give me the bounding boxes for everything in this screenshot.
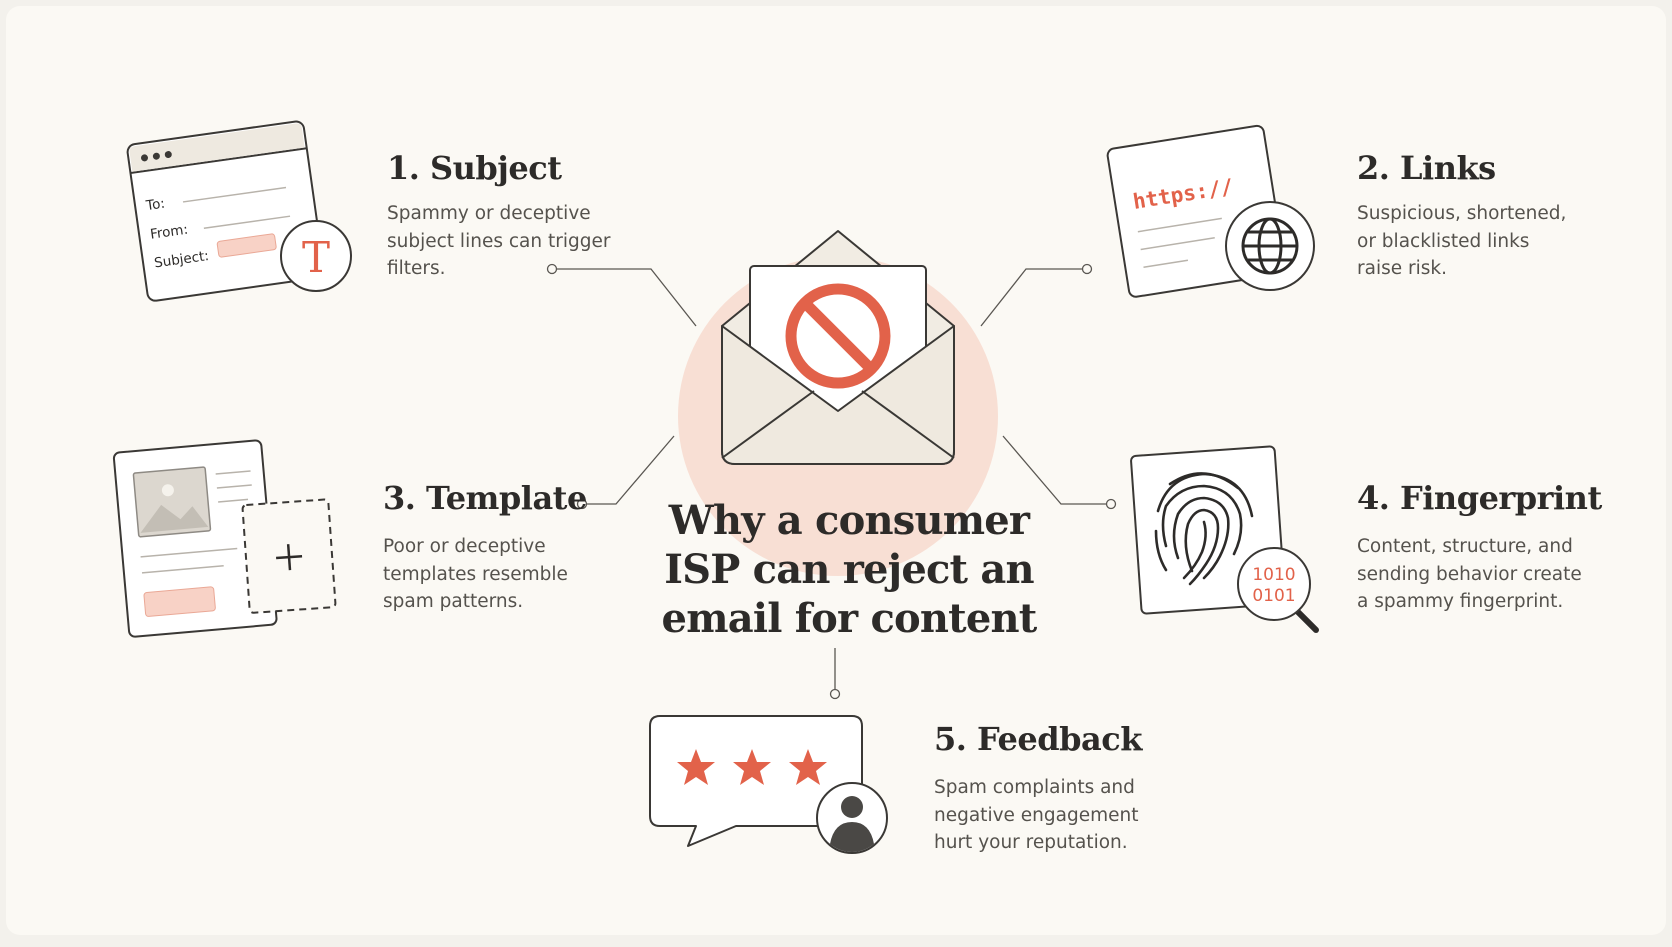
- main-title-line: Why a consumer: [668, 497, 1030, 544]
- feedback-bubble-icon: [649, 715, 888, 854]
- template-desc-line: spam patterns.: [383, 591, 524, 612]
- magnifier-icon: 1010 0101: [1237, 547, 1319, 633]
- feedback-desc-line: Spam complaints and: [934, 777, 1135, 798]
- stars-rating-icon: [677, 749, 827, 785]
- links-title: 2. Links: [1357, 149, 1496, 187]
- fingerprint-description: Content, structure, and sending behavior…: [1357, 533, 1607, 616]
- links-desc-line: or blacklisted links: [1357, 230, 1530, 252]
- feedback-desc-line: negative engagement: [934, 804, 1139, 826]
- template-layout-icon: [112, 439, 337, 638]
- subject-desc-line: subject lines can trigger: [387, 230, 611, 252]
- links-description: Suspicious, shortened, or blacklisted li…: [1357, 200, 1607, 283]
- connector-dot-links: [1081, 263, 1093, 275]
- connector-fingerprint: [1002, 435, 1111, 505]
- template-desc-line: templates resemble: [383, 563, 568, 585]
- connector-dot-template: [576, 498, 588, 510]
- main-title-line: ISP can reject an: [664, 546, 1034, 593]
- subject-desc-line: filters.: [387, 258, 446, 279]
- links-desc-line: Suspicious, shortened,: [1357, 203, 1567, 224]
- connector-dot-fingerprint: [1105, 498, 1117, 510]
- subject-title: 1. Subject: [387, 149, 562, 187]
- form-label-from: From:: [149, 222, 189, 243]
- template-title: 3. Template: [383, 479, 587, 517]
- main-title-line: email for content: [661, 595, 1038, 642]
- form-label-to: To:: [144, 196, 166, 215]
- feedback-title: 5. Feedback: [934, 720, 1142, 758]
- form-label-subject: Subject:: [153, 248, 210, 272]
- add-block-icon: [241, 498, 337, 614]
- fingerprint-title: 4. Fingerprint: [1357, 479, 1602, 517]
- infographic-canvas: To: From: Subject: T https://: [6, 6, 1666, 935]
- fingerprint-desc-line: Content, structure, and: [1357, 536, 1573, 557]
- main-title: Why a consumer ISP can reject an email f…: [654, 496, 1044, 643]
- links-desc-line: raise risk.: [1357, 258, 1447, 279]
- diagram-graphics: To: From: Subject: T https://: [112, 120, 1319, 854]
- text-badge-letter: T: [302, 233, 330, 282]
- blocked-icon: [785, 283, 891, 389]
- link-browser-icon: https://: [1106, 124, 1315, 298]
- connector-subject: [552, 268, 697, 327]
- binary-line-1: 1010: [1252, 565, 1295, 585]
- fingerprint-desc-line: sending behavior create: [1357, 563, 1582, 585]
- text-badge-icon: [280, 220, 352, 292]
- connectors: [546, 263, 1117, 700]
- binary-line-2: 0101: [1252, 586, 1295, 606]
- fingerprint-desc-line: a spammy fingerprint.: [1357, 591, 1564, 612]
- globe-icon: [1225, 201, 1315, 291]
- feedback-description: Spam complaints and negative engagement …: [934, 774, 1184, 857]
- connector-links: [980, 268, 1087, 327]
- subject-desc-line: Spammy or deceptive: [387, 203, 591, 224]
- subject-description: Spammy or deceptive subject lines can tr…: [387, 200, 637, 283]
- fingerprint-scan-icon: 1010 0101: [1130, 445, 1319, 633]
- connector-dot-feedback: [829, 688, 841, 700]
- feedback-desc-line: hurt your reputation.: [934, 832, 1128, 853]
- envelope-icon: [721, 230, 955, 465]
- user-avatar-icon: [816, 782, 888, 854]
- connector-dot-subject: [546, 263, 558, 275]
- template-description: Poor or deceptive templates resemble spa…: [383, 533, 633, 616]
- fingerprint-icon: [1154, 472, 1254, 586]
- connector-template: [582, 435, 675, 505]
- email-form-icon: To: From: Subject: T: [126, 120, 352, 302]
- template-desc-line: Poor or deceptive: [383, 536, 546, 557]
